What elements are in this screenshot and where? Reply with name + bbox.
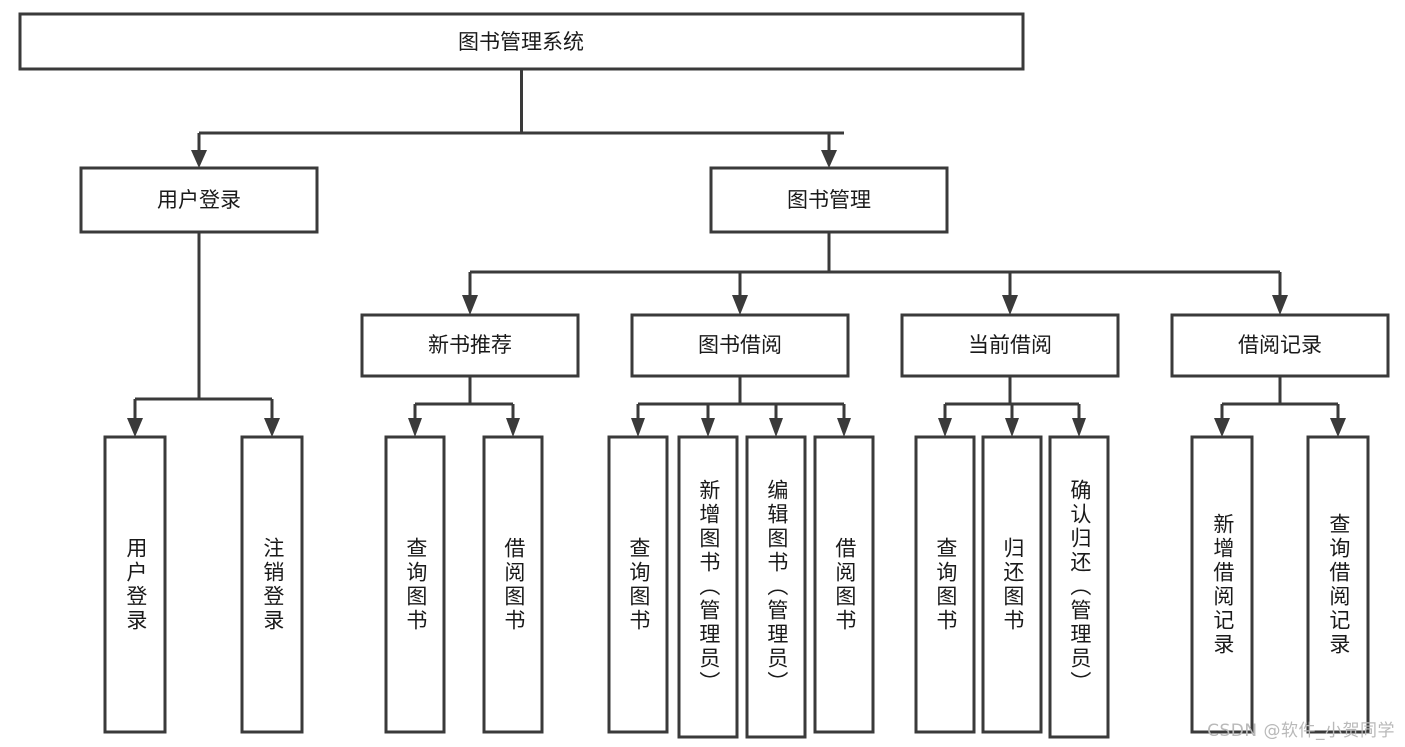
node-book-manage-label: 图书管理 [787, 188, 871, 212]
leaf-recommend-1-box[interactable] [384, 435, 446, 734]
arrow-borrow-leaf-2 [701, 418, 715, 437]
node-root-box[interactable] [18, 12, 1025, 71]
arrow-current-leaf-2 [1005, 418, 1019, 437]
leaf-current-2-box[interactable] [981, 435, 1043, 734]
edges-group [127, 69, 1346, 437]
nodes-group: 图书管理系统 用户登录 图书管理 新书推荐 图书借阅 当前借阅 借阅记录 [18, 12, 1390, 739]
node-root-label: 图书管理系统 [458, 30, 584, 54]
node-borrow-record-label: 借阅记录 [1238, 333, 1322, 357]
leaf-record-1-box[interactable] [1190, 435, 1254, 734]
leaf-user-login-2-box[interactable] [240, 435, 304, 734]
arrow-current-leaf-1 [938, 418, 952, 437]
arrow-to-user-login [191, 150, 207, 168]
node-new-book-recommend-box[interactable] [360, 313, 580, 378]
arrow-recommend-leaf-2 [506, 418, 520, 437]
arrow-level3-4 [1272, 295, 1288, 315]
csdn-watermark: CSDN @软件_小贺同学 [1207, 721, 1395, 741]
node-user-login-box[interactable] [79, 166, 319, 234]
node-new-book-recommend-label: 新书推荐 [428, 333, 512, 357]
leaf-borrow-3-box[interactable] [745, 435, 807, 739]
node-book-borrow-box[interactable] [630, 313, 850, 378]
node-borrow-record-box[interactable] [1170, 313, 1390, 378]
leaf-current-1-box[interactable] [914, 435, 976, 734]
arrow-borrow-leaf-1 [631, 418, 645, 437]
node-user-login-label: 用户登录 [157, 188, 241, 212]
node-book-borrow-label: 图书借阅 [698, 333, 782, 357]
arrow-level3-3 [1002, 295, 1018, 315]
node-current-borrow-box[interactable] [900, 313, 1120, 378]
arrow-user-login-leaf-1 [127, 418, 143, 437]
arrow-borrow-leaf-4 [837, 418, 851, 437]
leaf-borrow-2-box[interactable] [677, 435, 739, 739]
node-book-manage-box[interactable] [709, 166, 949, 234]
arrow-level3-2 [732, 295, 748, 315]
arrow-borrow-leaf-3 [769, 418, 783, 437]
arrow-recommend-leaf-1 [408, 418, 422, 437]
leaf-current-3-box[interactable] [1048, 435, 1110, 739]
arrow-record-leaf-1 [1214, 418, 1230, 437]
arrow-to-book-manage [821, 150, 837, 168]
arrow-record-leaf-2 [1330, 418, 1346, 437]
node-current-borrow-label: 当前借阅 [968, 333, 1052, 357]
arrow-user-login-leaf-2 [264, 418, 280, 437]
leaf-recommend-2-box[interactable] [482, 435, 544, 734]
leaf-record-2-box[interactable] [1306, 435, 1370, 734]
arrow-current-leaf-3 [1072, 418, 1086, 437]
leaf-user-login-1-box[interactable] [103, 435, 167, 734]
leaf-borrow-1-box[interactable] [607, 435, 669, 734]
leaf-borrow-4-box[interactable] [813, 435, 875, 734]
arrow-level3-1 [462, 295, 478, 315]
